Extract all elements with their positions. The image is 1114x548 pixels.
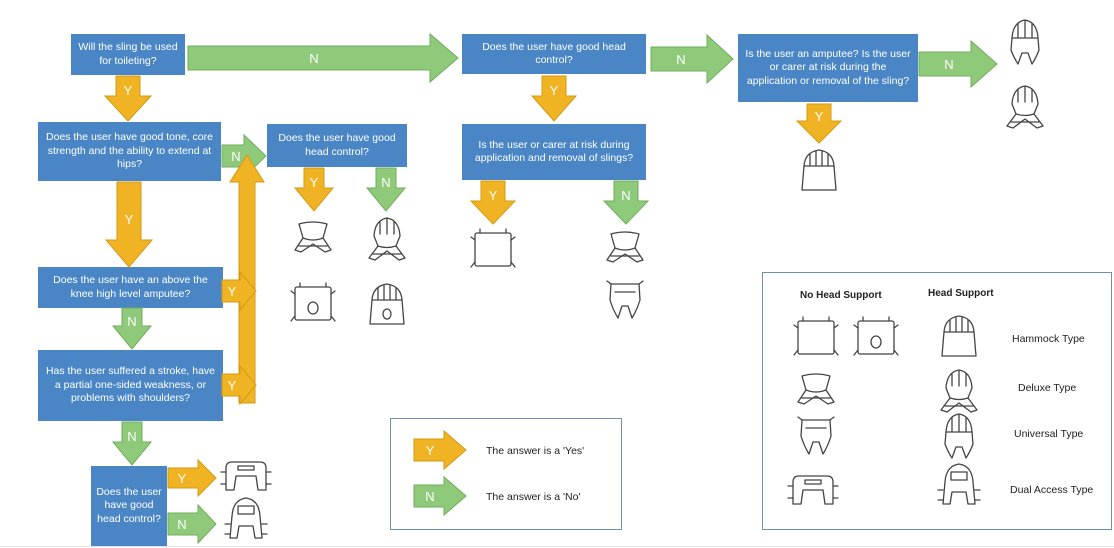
no-arrow-risk-slings: N: [602, 180, 650, 225]
svg-text:N: N: [309, 51, 318, 66]
legend-hammock-hole-icon: [853, 316, 899, 356]
svg-text:Y: Y: [550, 83, 559, 98]
svg-text:N: N: [177, 517, 186, 532]
legend-no-arrow: N: [413, 475, 467, 517]
svg-text:Y: Y: [228, 378, 237, 393]
yes-arrow-tone: Y: [104, 181, 154, 268]
svg-text:Y: Y: [124, 83, 133, 98]
svg-text:N: N: [381, 175, 390, 190]
legend-universal-head-icon: [944, 413, 974, 459]
universal-icon-risk-no: [606, 280, 644, 319]
deluxe-head-icon-mid-no: [368, 217, 406, 261]
question-stroke-weakness: Has the user suffered a stroke, have a p…: [38, 350, 223, 421]
svg-text:Y: Y: [426, 443, 435, 458]
legend-types-box: [762, 272, 1112, 530]
yes-arrow-amputee-risk: Y: [795, 103, 843, 144]
no-arrow-tone: N: [221, 133, 267, 179]
no-arrow-head-control-mid: N: [365, 167, 407, 212]
legend-dual-icon: [787, 475, 839, 505]
no-arrow-above-knee: N: [111, 307, 153, 350]
no-arrow-amputee-risk: N: [918, 39, 998, 89]
no-arrow-toileting: N: [187, 32, 459, 84]
svg-text:Y: Y: [125, 212, 134, 227]
legend-arrows-box: [390, 418, 622, 530]
question-head-control-top: Does the user have good head control?: [462, 34, 646, 74]
svg-text:N: N: [676, 52, 685, 67]
svg-text:N: N: [231, 149, 240, 164]
legend-no-text: The answer is a 'No': [486, 491, 581, 503]
yes-arrow-stroke: Y: [221, 364, 257, 406]
question-tone-core-strength: Does the user have good tone, core stren…: [38, 122, 221, 181]
dual-icon-bottom-yes: [220, 461, 272, 491]
question-risk-slings: Is the user or carer at risk during appl…: [462, 124, 646, 180]
question-head-control-middle: Does the user have good head control?: [267, 124, 407, 167]
yes-arrow-vertical-up: [229, 154, 265, 404]
dual-head-icon-bottom-no: [224, 497, 268, 539]
yes-arrow-toileting: Y: [103, 75, 153, 122]
question-above-knee-amputee: Does the user have an above the knee hig…: [38, 267, 223, 308]
legend-row-universal: Universal Type: [1014, 428, 1084, 440]
yes-arrow-head-control-top: Y: [530, 75, 578, 122]
hammock-hole-icon-mid-yes: [290, 282, 336, 322]
svg-text:N: N: [944, 57, 953, 72]
deluxe-icon-risk-no: [606, 231, 644, 263]
yes-arrow-above-knee: Y: [221, 270, 257, 312]
svg-text:Y: Y: [178, 471, 187, 486]
legend-yes-arrow: Y: [413, 429, 467, 471]
legend-col-no-head: No Head Support: [800, 290, 882, 301]
svg-text:Y: Y: [489, 188, 498, 203]
svg-text:N: N: [621, 188, 630, 203]
hammock-head-icon-amputee: [801, 149, 837, 191]
svg-text:N: N: [127, 429, 136, 444]
legend-dual-head-icon: [937, 463, 981, 505]
no-arrow-head-control-top: N: [650, 33, 734, 85]
universal-head-icon-top-right: [1010, 19, 1040, 65]
legend-yes-text: The answer is a 'Yes': [486, 445, 585, 457]
hammock-head-hole-icon-mid-no: [369, 283, 405, 325]
question-amputee-risk: Is the user an amputee? Is the user or c…: [738, 34, 918, 102]
deluxe-head-icon-top-right: [1006, 85, 1044, 129]
legend-col-head: Head Support: [928, 288, 994, 299]
svg-text:Y: Y: [228, 284, 237, 299]
yes-arrow-risk-slings: Y: [469, 180, 517, 225]
legend-universal-icon: [797, 416, 835, 455]
question-head-control-bottom: Does the user have good head control?: [91, 466, 167, 546]
legend-row-hammock: Hammock Type: [1012, 333, 1085, 345]
deluxe-icon-mid-yes: [294, 221, 332, 253]
bottom-divider: [0, 546, 1114, 547]
svg-text:Y: Y: [310, 175, 319, 190]
svg-text:N: N: [425, 489, 434, 504]
no-arrow-stroke: N: [111, 421, 153, 466]
hammock-icon-risk-yes: [470, 228, 516, 268]
svg-text:N: N: [127, 314, 136, 329]
yes-arrow-head-control-mid: Y: [293, 167, 335, 212]
legend-row-deluxe: Deluxe Type: [1018, 382, 1077, 394]
legend-row-dual-access: Dual Access Type: [1010, 484, 1094, 496]
yes-arrow-bottom: Y: [167, 458, 217, 498]
question-toileting: Will the sling be used for toileting?: [71, 34, 185, 75]
no-arrow-bottom: N: [167, 503, 217, 545]
legend-deluxe-icon: [797, 373, 835, 405]
legend-hammock-head-icon: [941, 315, 977, 357]
legend-hammock-icon: [793, 316, 839, 356]
svg-text:Y: Y: [815, 109, 824, 124]
